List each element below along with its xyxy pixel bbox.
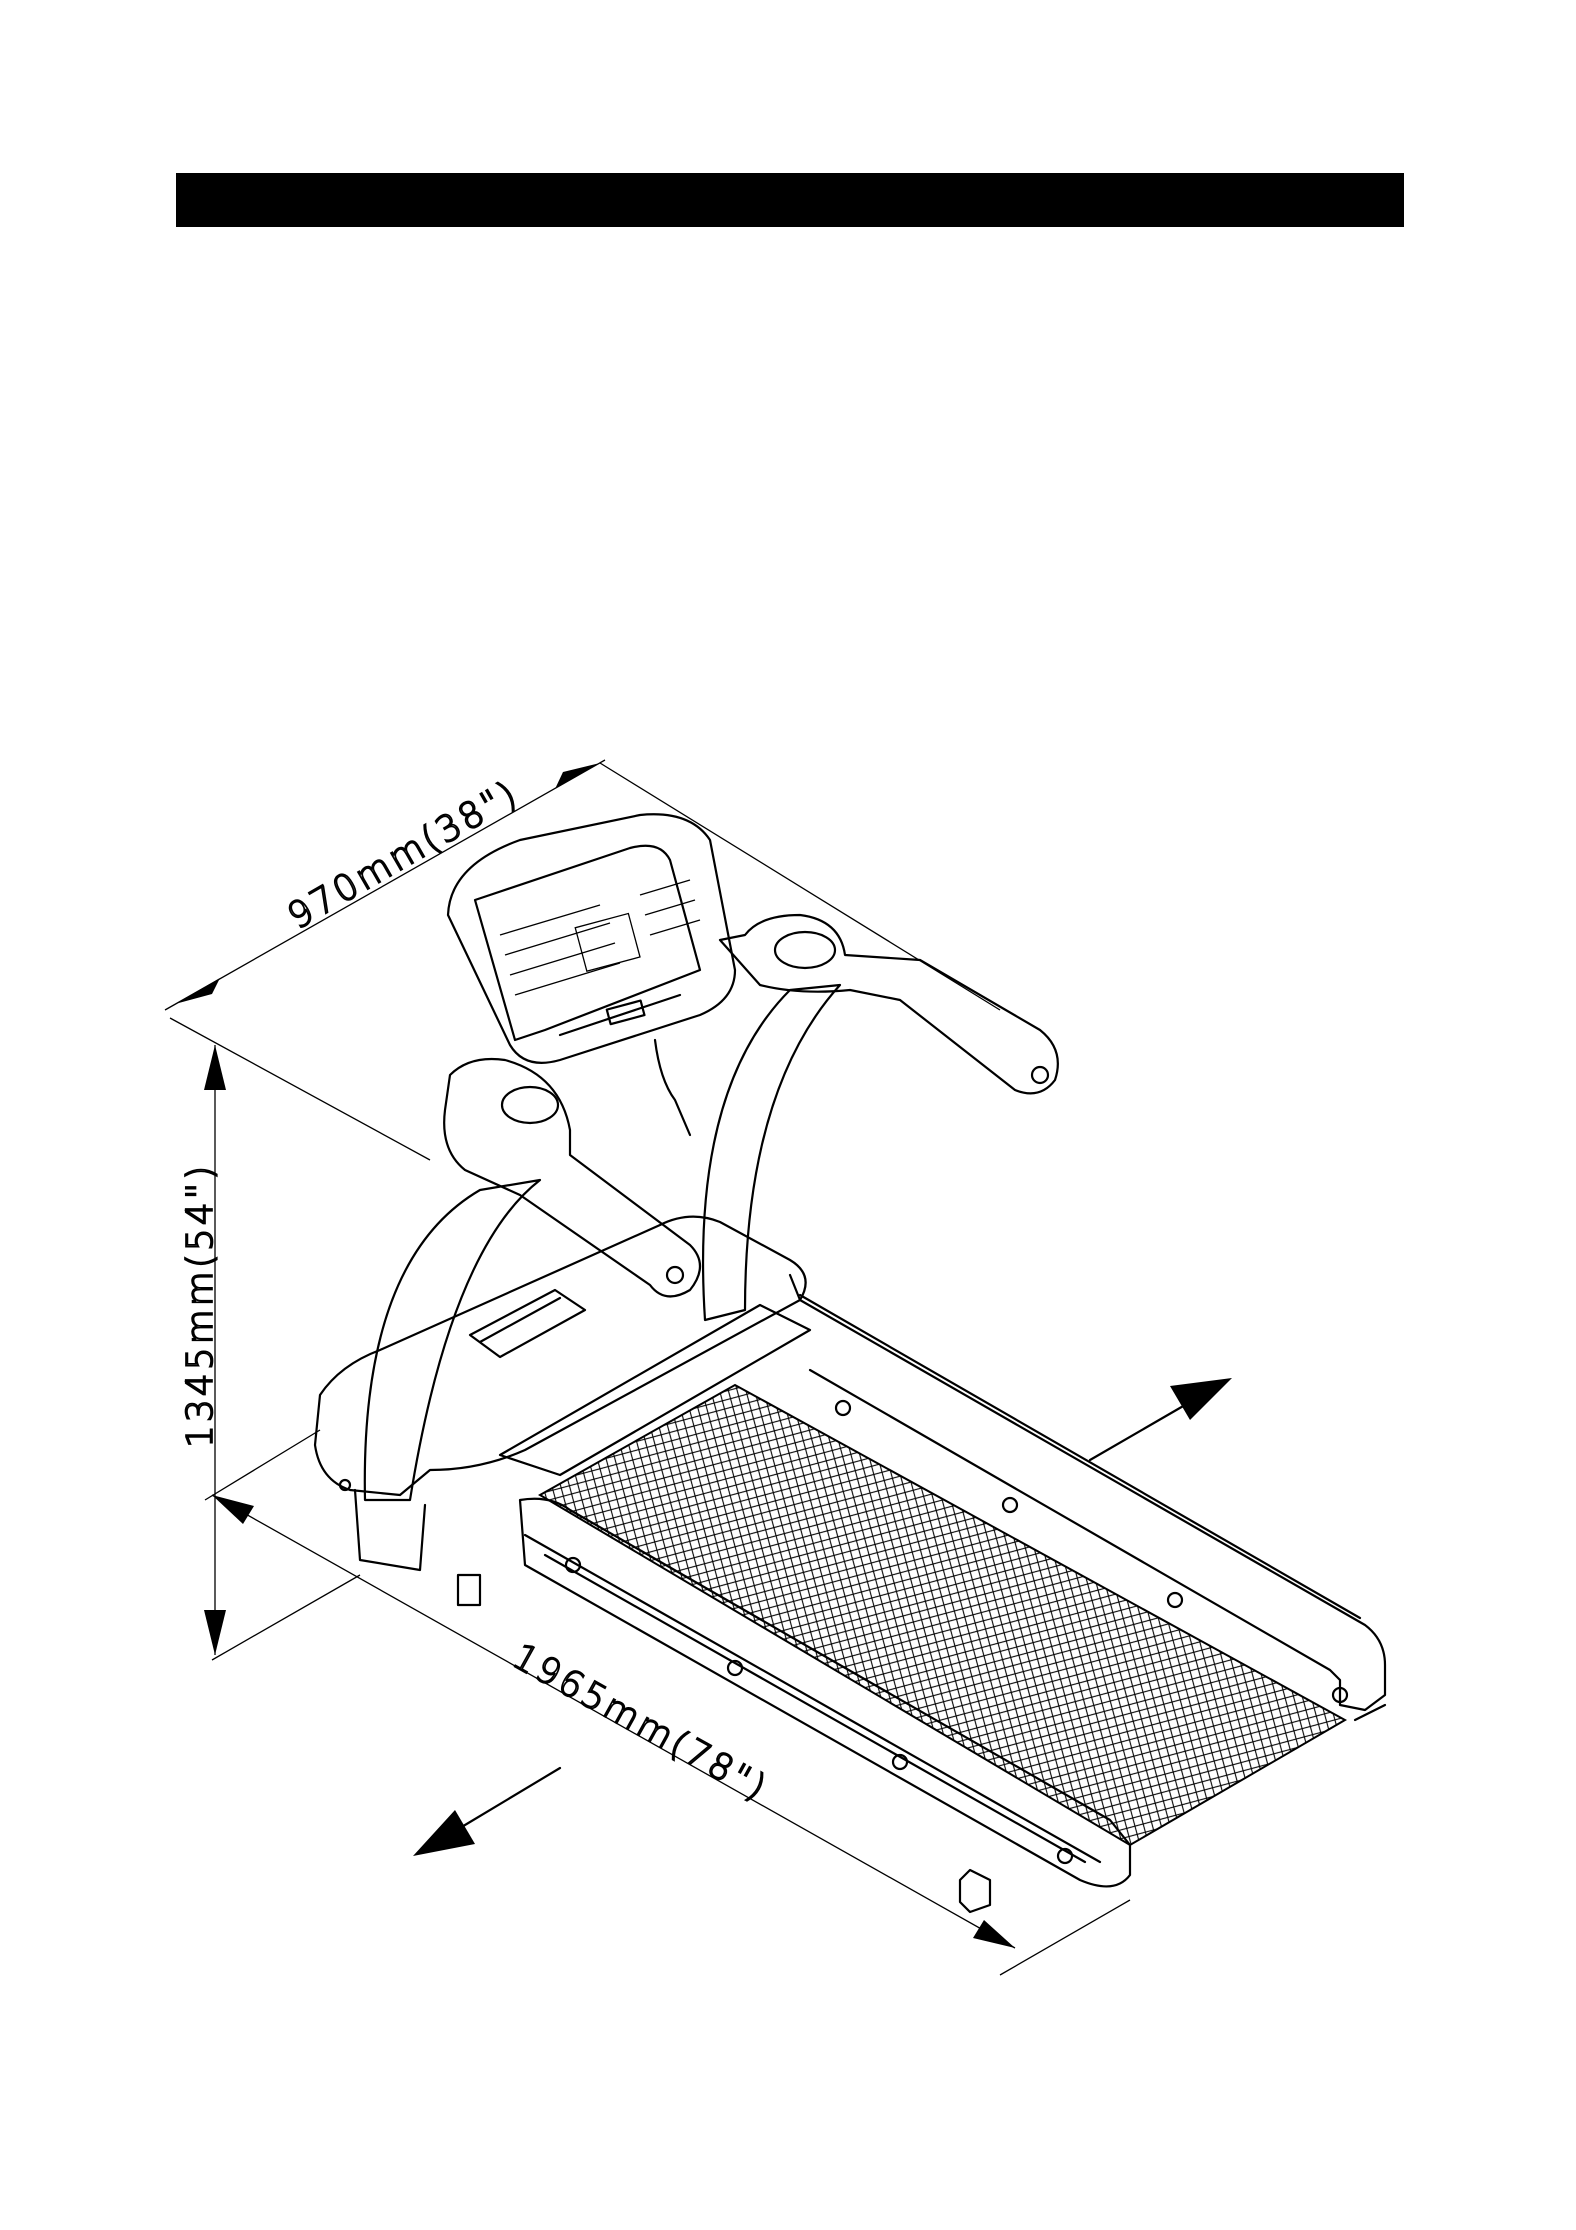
right-upright xyxy=(703,985,840,1320)
left-handlebar xyxy=(444,1059,700,1296)
left-upright xyxy=(365,1180,540,1500)
console-keypad xyxy=(500,880,700,995)
height-dimension xyxy=(204,1045,320,1655)
console-display xyxy=(475,846,700,1040)
treadmill xyxy=(315,814,1385,1912)
width-dimension xyxy=(165,760,1000,1160)
running-belt xyxy=(540,1385,1345,1845)
height-dimension-label: 1345mm(54") xyxy=(180,1163,221,1448)
direction-arrow-backward xyxy=(413,1768,560,1856)
direction-arrow-forward xyxy=(1090,1378,1232,1460)
